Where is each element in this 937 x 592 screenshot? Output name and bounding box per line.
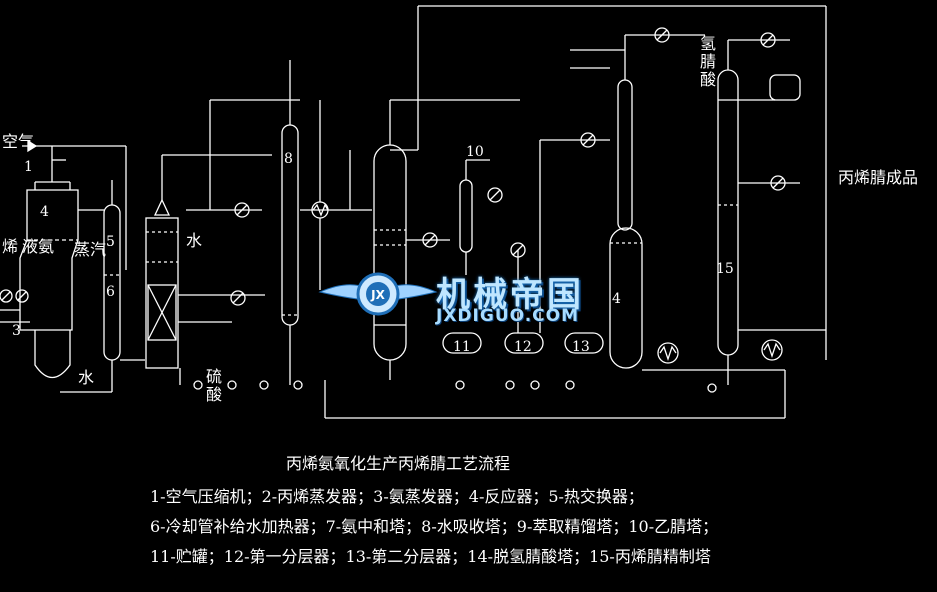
num-10: 10 bbox=[466, 144, 484, 160]
label-product: 丙烯腈成品 bbox=[838, 168, 919, 187]
storage-tanks bbox=[442, 139, 610, 390]
acrylonitrile-refiner-15 bbox=[707, 32, 826, 393]
legend-line-1: 1-空气压缩机；2-丙烯蒸发器；3-氨蒸发器；4-反应器；5-热交换器； bbox=[150, 487, 644, 506]
num-12: 12 bbox=[514, 339, 532, 355]
extractive-distillation-9 bbox=[324, 99, 785, 419]
evaporators bbox=[0, 289, 30, 323]
ammonia-neutralizer-7 bbox=[145, 154, 272, 390]
num-3: 3 bbox=[12, 323, 21, 339]
num-4: 4 bbox=[40, 204, 49, 220]
legend-line-2: 6-冷却管补给水加热器；7-氨中和塔；8-水吸收塔；9-萃取精馏塔；10-乙腈塔… bbox=[150, 517, 719, 536]
watermark-badge: JX bbox=[318, 272, 438, 316]
reactor-4 bbox=[19, 181, 79, 379]
num-14: 4 bbox=[612, 291, 621, 307]
label-hcn: 氢腈酸 bbox=[697, 35, 716, 89]
num-5: 5 bbox=[106, 234, 115, 250]
num-13: 13 bbox=[572, 339, 590, 355]
label-sulfuric-acid: 硫酸 bbox=[203, 368, 222, 404]
watermark-badge-text: JX bbox=[370, 288, 385, 302]
water-absorber-8 bbox=[281, 60, 303, 390]
watermark-cn: 机械帝国 bbox=[436, 275, 584, 315]
air-compressor-1 bbox=[22, 139, 127, 270]
legend-line-3: 11-贮罐；12-第一分层器；13-第二分层器；14-脱氢腈酸塔；15-丙烯腈精… bbox=[150, 547, 711, 566]
heat-exchanger-top bbox=[300, 100, 372, 290]
label-water-mid: 水 bbox=[186, 231, 203, 250]
label-propylene: 烯 bbox=[2, 237, 19, 256]
num-8: 8 bbox=[284, 151, 293, 167]
num-6: 6 bbox=[106, 284, 115, 300]
num-11: 11 bbox=[453, 339, 471, 355]
label-water-left: 水 bbox=[78, 368, 95, 387]
water-line bbox=[186, 99, 300, 306]
label-air: 空气 bbox=[2, 132, 35, 151]
hcn-stripper-14 bbox=[570, 27, 705, 369]
diagram-title: 丙烯氨氧化生产丙烯腈工艺流程 bbox=[286, 454, 511, 473]
acetonitrile-tower-10 bbox=[459, 159, 503, 275]
label-ammonia: 液氨 bbox=[22, 237, 55, 256]
label-steam: 蒸汽 bbox=[74, 240, 107, 259]
recycle-lines bbox=[349, 5, 827, 418]
num-15: 15 bbox=[716, 261, 734, 277]
num-1: 1 bbox=[24, 159, 33, 175]
heat-exchanger-5-6 bbox=[60, 180, 145, 393]
watermark-en: JXDIGUO.COM bbox=[436, 306, 580, 326]
